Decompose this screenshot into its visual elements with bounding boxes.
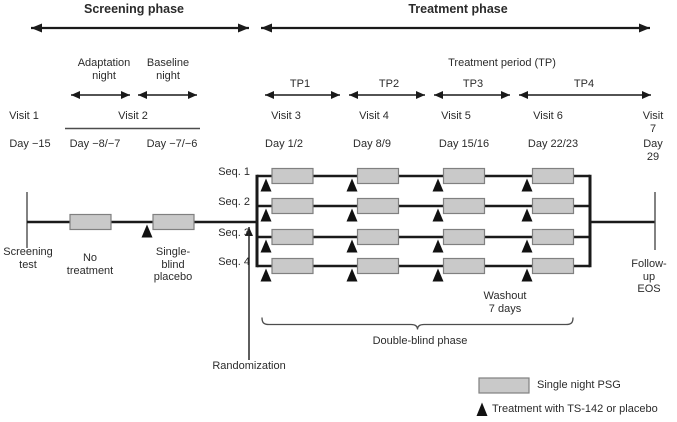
treatment-triangle [521,239,533,253]
seq4-row [260,257,575,282]
treatment-phase-title: Treatment phase [408,2,508,16]
baseline-night-label: Baseline night [146,57,190,82]
single-blind-placebo-label: Single- blind placebo [153,246,193,283]
randomization-label: Randomization [212,360,286,372]
psg-box [69,213,112,231]
psg-box [531,167,575,185]
psg-box [442,228,486,246]
psg-box [531,228,575,246]
psg-box [356,197,400,215]
psg-box [531,197,575,215]
day-1-2-label: Day 1/2 [265,138,303,150]
psg-box [356,257,400,275]
psg-box [271,257,314,275]
treatment-triangle [260,208,272,222]
treatment-triangle [346,178,358,192]
day-29-label: Day 29 [643,138,663,163]
treatment-triangle [346,208,358,222]
psg-box [271,197,314,215]
screening-phase-title: Screening phase [83,2,185,16]
seq4-label: Seq. 4 [218,256,250,268]
treatment-triangle [521,208,533,222]
visit6-label: Visit 6 [533,110,563,122]
psg-box [356,167,400,185]
legend-psg-label: Single night PSG [537,379,621,391]
tp2-label: TP2 [378,78,400,90]
visit1-label: Visit 1 [9,110,39,122]
treatment-triangle [432,208,444,222]
visit5-label: Visit 5 [441,110,471,122]
day-minus8-7-label: Day −8/−7 [69,138,121,150]
treatment-triangle [260,239,272,253]
tp1-label: TP1 [289,78,311,90]
seq2-label: Seq. 2 [218,196,250,208]
treatment-triangle [521,178,533,192]
treatment-triangle [346,239,358,253]
treatment-period-label: Treatment period (TP) [448,57,556,69]
psg-box [152,213,195,231]
treatment-triangle [260,178,272,192]
visit3-label: Visit 3 [271,110,301,122]
double-blind-brace [261,317,574,330]
follow-up-eos-label: Follow-up EOS [631,258,667,295]
washout-label: Washout 7 days [483,290,527,315]
visit4-label: Visit 4 [359,110,389,122]
seq2-row [260,197,575,222]
legend-treatment-label: Treatment with TS-142 or placebo [492,403,658,415]
day-15-16-label: Day 15/16 [438,138,490,150]
visit2-label: Visit 2 [118,110,148,122]
no-treatment-label: No treatment [66,252,114,277]
seq3-label: Seq. 3 [218,227,250,239]
legend-psg-box [478,377,530,394]
psg-box [442,257,486,275]
legend-treatment-triangle [476,402,488,416]
treatment-triangle [432,178,444,192]
day-8-9-label: Day 8/9 [353,138,391,150]
visit7-label: Visit 7 [642,110,664,135]
day-minus15-label: Day −15 [9,138,51,150]
day-22-23-label: Day 22/23 [527,138,579,150]
psg-box [442,167,486,185]
treatment-triangle [521,268,533,282]
treatment-triangle [260,268,272,282]
treatment-triangle [432,239,444,253]
day-minus7-6-label: Day −7/−6 [146,138,198,150]
seq3-row [260,228,575,253]
psg-box [271,228,314,246]
psg-box [442,197,486,215]
treatment-triangle [141,224,153,238]
adaptation-night-label: Adaptation night [77,57,131,82]
psg-box [356,228,400,246]
treatment-triangle [432,268,444,282]
double-blind-phase-label: Double-blind phase [372,335,468,347]
seq1-row [260,167,575,192]
seq1-label: Seq. 1 [218,166,250,178]
tp4-label: TP4 [573,78,595,90]
tp3-label: TP3 [462,78,484,90]
psg-box [531,257,575,275]
treatment-triangle [346,268,358,282]
screening-test-label: Screening test [3,246,53,271]
psg-box [271,167,314,185]
